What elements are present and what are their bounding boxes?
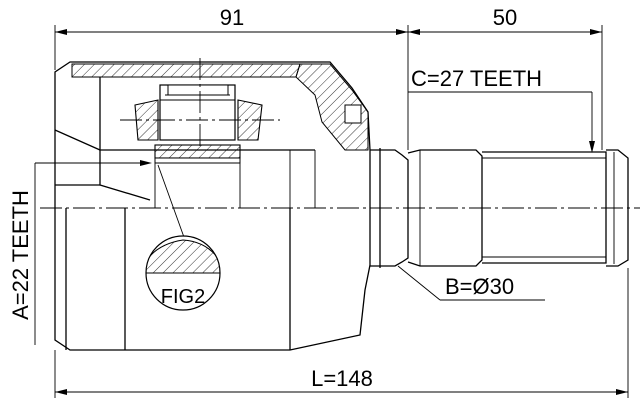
shaft-diameter-callout: B=Ø30 [397,265,545,301]
total-length-label: L=148 [311,366,373,391]
tripod-spider [134,84,263,241]
dimension-148: L=148 [54,268,629,398]
fig2-detail: FIG2 [145,235,221,311]
dimension-50-label: 50 [493,5,517,30]
spline-teeth-callout: C=27 TEETH [408,66,595,153]
dimension-91: 91 [54,5,409,150]
figure-label: FIG2 [161,286,205,308]
spline-teeth-label: C=27 TEETH [411,66,542,91]
inner-teeth-label: A=22 TEETH [8,190,33,320]
dimension-50: 50 [408,5,603,150]
dimension-91-label: 91 [220,5,244,30]
shaft-diameter-label: B=Ø30 [445,274,514,299]
housing [54,61,371,351]
inner-teeth-callout: A=22 TEETH [8,160,152,345]
